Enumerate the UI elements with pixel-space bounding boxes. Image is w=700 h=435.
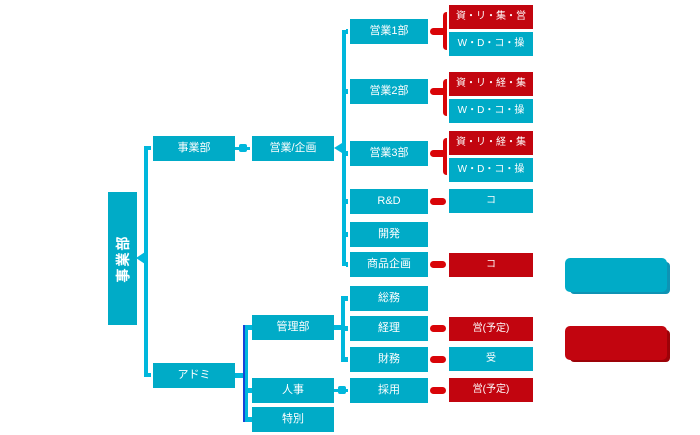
leaf-wdco-2: W・D・コ・操 — [449, 99, 533, 123]
connector-red-pill-eigyo3 — [430, 150, 446, 157]
connector-bead-2 — [338, 386, 346, 394]
leaf-label: 営(予定) — [472, 323, 510, 334]
node-admi-label: アドミ — [177, 369, 211, 381]
leaf-ko-cyan: コ — [449, 189, 533, 213]
node-jigyoubu: 事業部 — [153, 136, 235, 161]
node-saiyou-label: 採用 — [378, 384, 400, 396]
node-kaihatsu-label: 開発 — [378, 228, 400, 240]
leaf-ei-yotei-2: 営(予定) — [449, 378, 533, 402]
connector-red-bracket-eigyo1 — [443, 12, 450, 50]
node-root-label: 事業部 — [114, 234, 131, 283]
connector-red-pill-eigyo1 — [430, 28, 446, 35]
connector-admi-nub-jinji — [248, 388, 252, 393]
node-tokubetsu: 特別 — [252, 407, 334, 432]
node-soumu-label: 総務 — [378, 292, 400, 304]
node-keiri-label: 経理 — [378, 322, 400, 334]
leaf-label: 営(予定) — [472, 384, 510, 395]
leaf-label: 資・リ・経・集 — [456, 78, 526, 89]
node-eigyo1: 営業1部 — [350, 19, 428, 44]
node-zaimu: 財務 — [350, 347, 428, 372]
connector-kanribu-nub-keiri — [345, 326, 350, 331]
connector-nub-eigyo1 — [346, 29, 350, 34]
node-soumu: 総務 — [350, 286, 428, 311]
node-eigyo-kikaku: 営業/企画 — [252, 136, 334, 161]
connector-admi-nub-kanribu — [248, 325, 252, 330]
connector-nub-rnd — [346, 199, 350, 204]
connector-admi-nub-tokubetsu — [248, 417, 252, 422]
leaf-label: コ — [486, 195, 496, 206]
leaf-ko-red: コ — [449, 253, 533, 277]
connector-red-pill-saiyou — [430, 387, 446, 394]
connector-root-arrow — [136, 252, 145, 264]
connector-eigyokikaku-arrow — [334, 143, 342, 153]
connector-red-bracket-eigyo3 — [443, 138, 450, 175]
node-keiri: 経理 — [350, 316, 428, 341]
node-eigyo-kikaku-label: 営業/企画 — [269, 142, 317, 154]
node-shohin-kikaku: 商品企画 — [350, 252, 428, 277]
node-jinji-label: 人事 — [282, 384, 304, 396]
connector-red-pill-eigyo2 — [430, 88, 446, 95]
connector-kanribu-nub-soumu — [345, 296, 350, 301]
connector-red-pill-keiri — [430, 325, 446, 332]
connector-red-pill-rnd — [430, 198, 446, 205]
node-eigyo2: 営業2部 — [350, 79, 428, 104]
node-eigyo1-label: 営業1部 — [369, 25, 409, 37]
leaf-label: W・D・コ・操 — [457, 105, 525, 116]
connector-kanribu-nub-zaimu — [345, 357, 350, 362]
node-tokubetsu-label: 特別 — [282, 413, 304, 425]
connector-nub-eigyo2 — [346, 89, 350, 94]
leaf-label: 資・リ・経・集 — [456, 137, 526, 148]
node-saiyou: 採用 — [350, 378, 428, 403]
node-zaimu-label: 財務 — [378, 353, 400, 365]
legend-red-swatch — [565, 326, 667, 360]
leaf-label: W・D・コ・操 — [457, 38, 525, 49]
leaf-wdco-3: W・D・コ・操 — [449, 158, 533, 182]
connector-admi-parent-nub — [235, 373, 243, 378]
connector-trunk-vertical — [144, 146, 148, 377]
connector-nub-eigyo3 — [346, 151, 350, 156]
legend-cyan-swatch — [565, 258, 667, 292]
connector-trunk-elbow-top — [144, 146, 153, 150]
connector-kanribu-parent-nub — [334, 325, 341, 330]
leaf-label: 資・リ・集・営 — [456, 11, 526, 22]
connector-red-pill-zaimu — [430, 356, 446, 363]
node-root-jigyoubu: 事業部 — [108, 192, 137, 325]
connector-bead-1 — [239, 144, 247, 152]
leaf-wdco-1: W・D・コ・操 — [449, 32, 533, 56]
connector-eigyokikaku-bracket — [342, 30, 346, 266]
node-eigyo2-label: 営業2部 — [369, 85, 409, 97]
node-rnd-label: R&D — [377, 195, 401, 207]
node-eigyo3-label: 営業3部 — [369, 147, 409, 159]
node-jigyoubu-label: 事業部 — [177, 142, 211, 154]
node-admi: アドミ — [153, 363, 235, 388]
leaf-label: コ — [486, 259, 496, 270]
connector-admi-bracket — [243, 325, 248, 422]
node-shohin-kikaku-label: 商品企画 — [367, 258, 411, 270]
leaf-ju: 受 — [449, 347, 533, 371]
leaf-ei-yotei-1: 営(予定) — [449, 317, 533, 341]
node-kanribu-label: 管理部 — [276, 321, 310, 333]
connector-nub-kaihatsu — [346, 232, 350, 237]
node-jinji: 人事 — [252, 378, 334, 403]
connector-nub-shohin — [346, 262, 350, 267]
connector-trunk-elbow-bottom — [144, 373, 153, 377]
connector-kanribu-bracket — [341, 296, 345, 362]
node-kaihatsu: 開発 — [350, 222, 428, 247]
connector-red-bracket-eigyo2 — [443, 79, 450, 116]
node-eigyo3: 営業3部 — [350, 141, 428, 166]
leaf-label: W・D・コ・操 — [457, 164, 525, 175]
node-kanribu: 管理部 — [252, 315, 334, 340]
leaf-shi-ri-kei-shu-1: 資・リ・経・集 — [449, 72, 533, 96]
leaf-label: 受 — [486, 353, 496, 364]
leaf-shi-ri-shu-ei: 資・リ・集・営 — [449, 5, 533, 29]
node-rnd: R&D — [350, 189, 428, 214]
connector-red-pill-shohin — [430, 261, 446, 268]
leaf-shi-ri-kei-shu-2: 資・リ・経・集 — [449, 131, 533, 155]
